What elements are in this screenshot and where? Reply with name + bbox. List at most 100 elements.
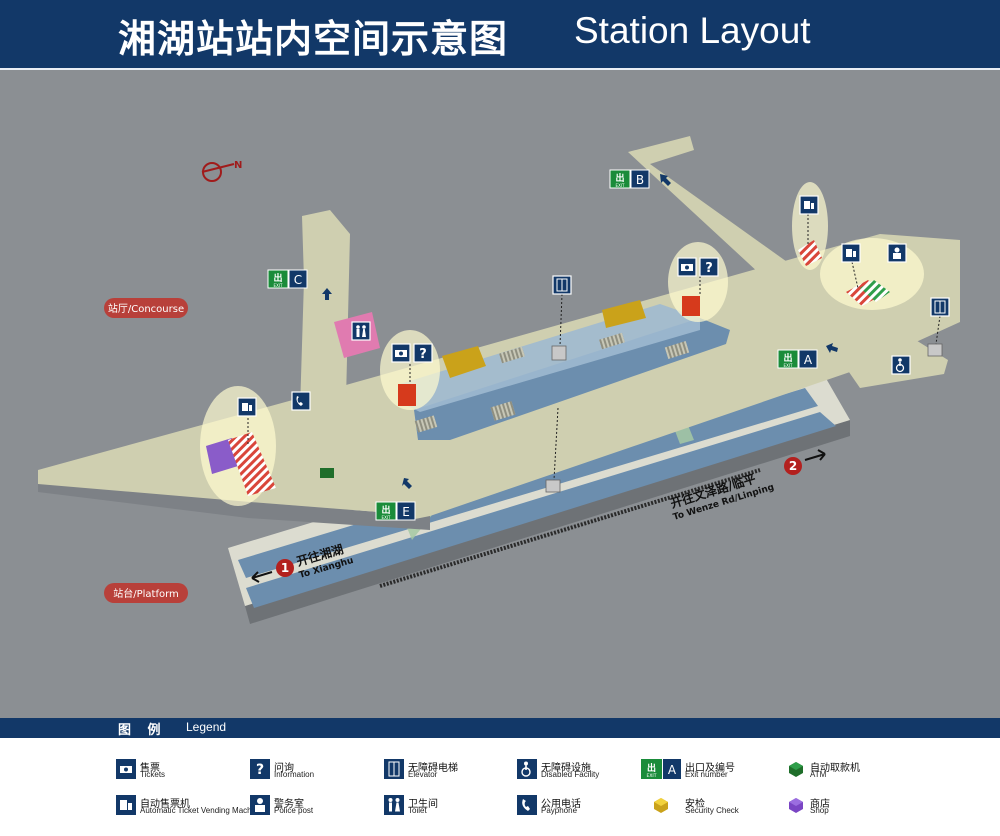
atm-icon (789, 762, 803, 777)
svg-text:EXIT: EXIT (616, 183, 625, 188)
leader-8 (553, 407, 559, 481)
arrow-to-exit-a (826, 343, 838, 353)
steps-2 (499, 346, 525, 364)
ticket-icon[interactable] (391, 343, 411, 363)
svg-text:A: A (668, 763, 677, 777)
svg-text:A: A (804, 353, 813, 367)
ticket-machine-icon[interactable] (237, 397, 257, 417)
leader-7 (935, 315, 941, 345)
stair-west (228, 432, 276, 496)
legend-title-en: Legend (186, 720, 227, 734)
wheelchair-icon (517, 759, 537, 779)
svg-text:EXIT: EXIT (646, 773, 656, 779)
svg-text:出: 出 (783, 352, 792, 364)
page-title-en: Station Layout (574, 10, 811, 51)
ticket-machine-icon-2[interactable] (799, 195, 819, 215)
direction-1-number: 1 (281, 561, 289, 575)
police-icon (250, 795, 270, 815)
toilet-icon (384, 795, 404, 815)
steps-1 (490, 401, 516, 421)
security-check-icon (654, 798, 668, 813)
exit-c[interactable]: 出 EXIT C (267, 269, 308, 289)
exit-a[interactable]: 出 EXIT A (777, 349, 818, 369)
svg-text:?: ? (256, 762, 264, 778)
svg-text:?: ? (419, 347, 427, 362)
exit-b[interactable]: 出 EXIT B (609, 169, 650, 189)
svg-text:C: C (294, 273, 302, 287)
direction-2-arrow (804, 449, 826, 461)
svg-text:出: 出 (381, 504, 390, 516)
stair-east-3 (860, 280, 890, 302)
platform-slab-side (245, 420, 850, 624)
shop-block-top (206, 438, 238, 474)
stair-east-1 (798, 240, 822, 266)
direction-2-badge (784, 457, 802, 475)
svg-text:EXIT: EXIT (274, 283, 283, 288)
corridor-exit-a (820, 318, 948, 388)
elevator-block-1 (551, 345, 567, 361)
arrow-to-exit-e (402, 478, 412, 489)
svg-text:B: B (636, 173, 644, 187)
leader-6 (559, 293, 563, 347)
svg-text:N: N (234, 160, 242, 171)
shop-icon (789, 798, 803, 813)
platform-track-lower (246, 412, 836, 608)
svg-text:E: E (402, 505, 410, 519)
security-check-2 (602, 300, 646, 328)
paid-area-strip (400, 304, 700, 412)
svg-text:EXIT: EXIT (382, 515, 391, 520)
page-title-cn: 湘湖站站内空间示意图 (118, 17, 509, 61)
information-icon[interactable]: ? (413, 343, 433, 363)
svg-text:站台/Platform: 站台/Platform (113, 587, 179, 600)
legend-title-cn: 图 例 (118, 723, 167, 738)
station-map: 1 开往湘湖 To Xianghu 2 开往文泽路/临平 To Wenze Rd… (38, 136, 960, 624)
corridor-exit-c (300, 210, 350, 410)
map-icons: ? ? (104, 160, 950, 603)
exit-icon: 出 EXIT A (641, 759, 681, 779)
svg-text:出: 出 (273, 272, 282, 284)
steps-4 (664, 341, 690, 359)
exit-e[interactable]: 出 EXIT E (375, 501, 416, 521)
corridor-exit-b (628, 136, 790, 274)
direction-1-badge (276, 559, 294, 577)
direction-1-arrow (251, 571, 273, 583)
ticket-icon (116, 759, 136, 779)
level-label-concourse: 站厅/Concourse (104, 298, 188, 318)
toilet-icon[interactable] (351, 321, 371, 341)
information-icon-2[interactable]: ? (699, 257, 719, 277)
information-icon: ? (250, 759, 270, 779)
atm-block (320, 468, 334, 478)
payphone-icon (517, 795, 537, 815)
police-icon[interactable] (887, 243, 907, 263)
elevator-icon (384, 759, 404, 779)
elevator-icon-2[interactable] (930, 297, 950, 317)
svg-text:站厅/Concourse: 站厅/Concourse (108, 302, 184, 315)
compass-icon: N (201, 160, 242, 182)
svg-text:?: ? (705, 261, 713, 276)
svg-text:出: 出 (615, 172, 624, 184)
steps-5 (414, 415, 438, 433)
arrow-to-exit-c (322, 288, 332, 300)
payphone-icon[interactable] (291, 391, 311, 411)
leader-5 (851, 261, 859, 289)
ticket-counter-2-top (682, 296, 700, 316)
wheelchair-icon[interactable] (891, 355, 911, 375)
ticket-machine-icon (116, 795, 136, 815)
elevator-block-2 (927, 343, 943, 357)
arrow-to-exit-b (660, 174, 671, 186)
concourse-level (38, 136, 960, 530)
header-bar (0, 0, 1000, 70)
platform-elevator (545, 479, 561, 493)
legend-band (0, 718, 1000, 738)
ticket-counter-1-top (398, 384, 416, 406)
svg-text:EXIT: EXIT (784, 363, 793, 368)
svg-text:出: 出 (647, 762, 656, 774)
steps-3 (599, 332, 625, 350)
elevator-icon[interactable] (552, 275, 572, 295)
ticket-machine-icon-3[interactable] (841, 243, 861, 263)
security-check-1 (442, 346, 486, 378)
level-label-platform: 站台/Platform (104, 583, 188, 603)
platform-track-upper (238, 388, 818, 578)
ticket-icon-2[interactable] (677, 257, 697, 277)
legend-panel (0, 738, 1000, 836)
